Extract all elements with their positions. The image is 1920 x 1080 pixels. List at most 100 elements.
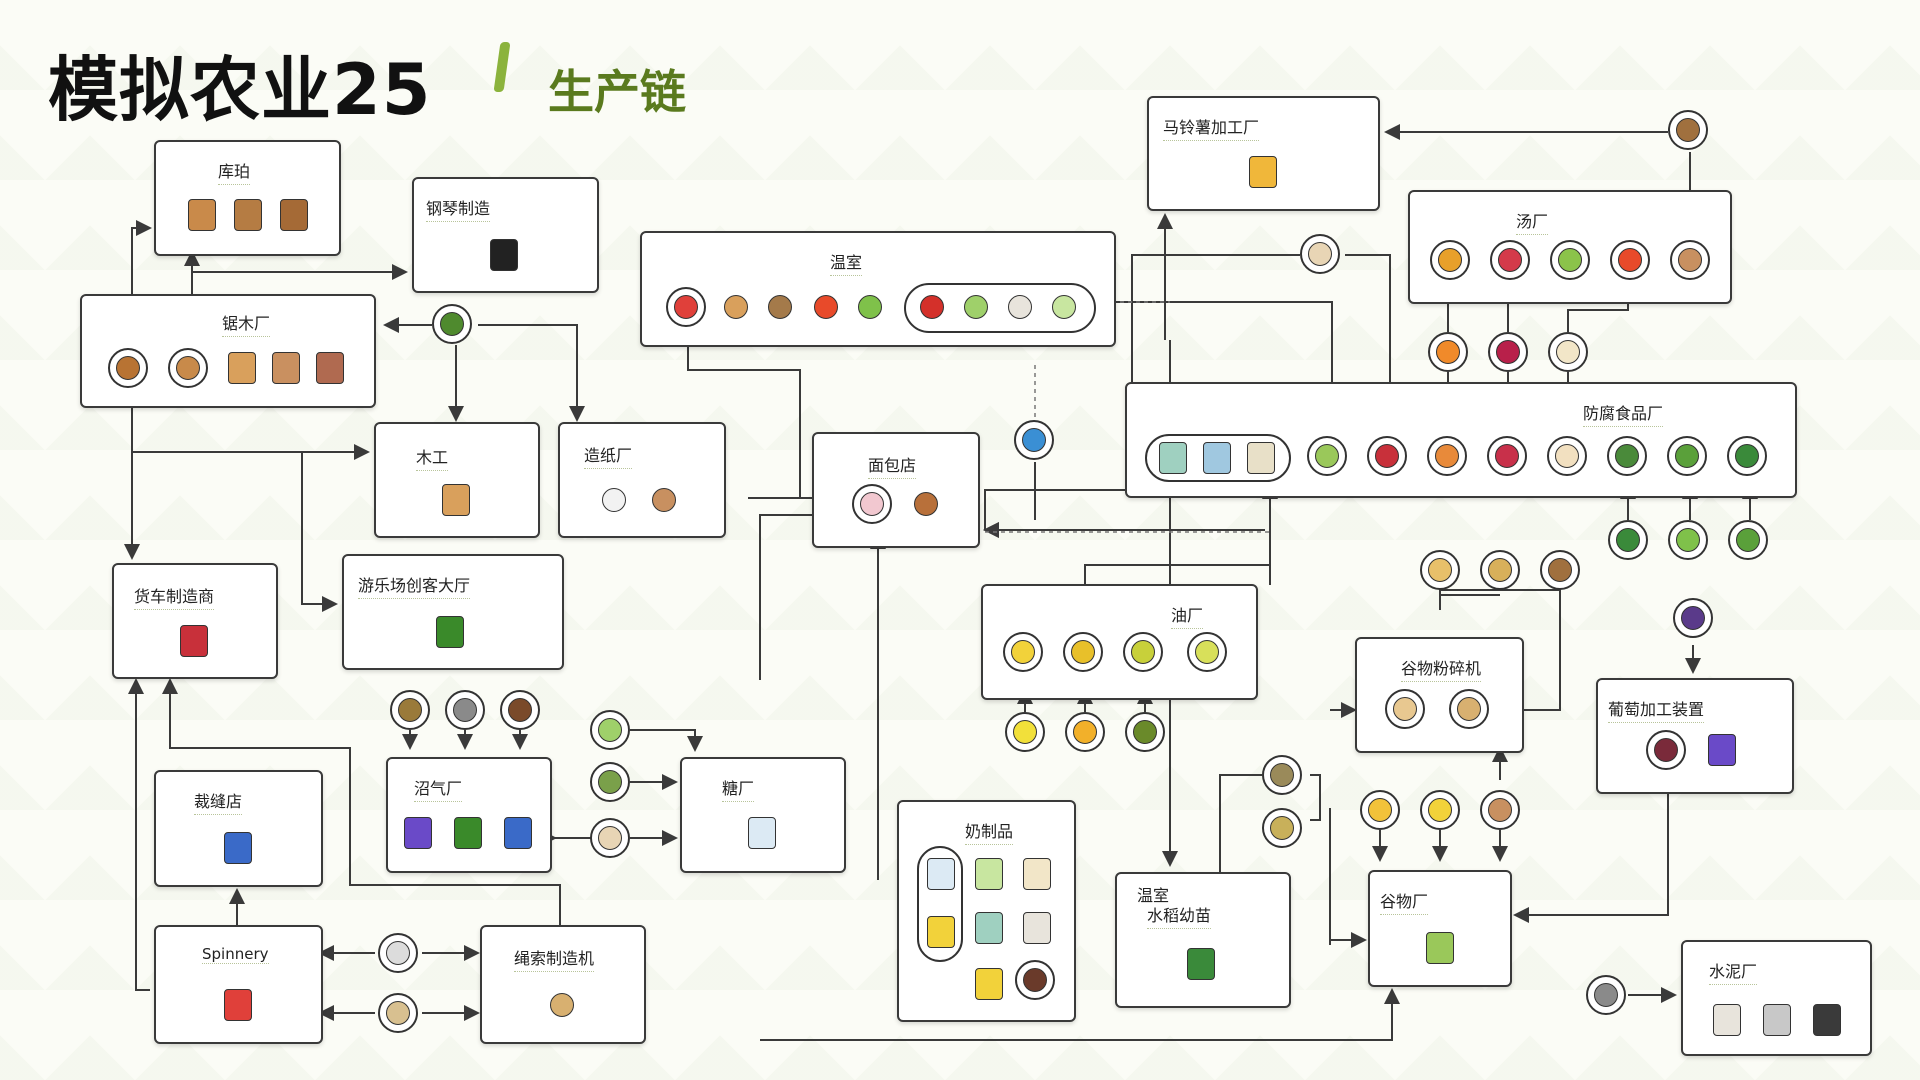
plank-icon xyxy=(268,350,304,386)
node-spinnery[interactable]: Spinnery xyxy=(154,925,323,1044)
oil-bottle-icon xyxy=(1063,632,1103,672)
node-rope[interactable]: 绳索制造机 xyxy=(480,925,646,1044)
napa-cabbage-icon xyxy=(1046,289,1082,325)
cheese-icon xyxy=(971,910,1007,946)
node-cement[interactable]: 水泥厂 xyxy=(1681,940,1872,1056)
bread-icon xyxy=(908,486,944,522)
jar-icon xyxy=(1367,436,1407,476)
chocolate-icon xyxy=(1015,960,1055,1000)
link-rice-grain xyxy=(1219,774,1262,872)
grape-icon xyxy=(1673,598,1713,638)
garlic-icon xyxy=(1002,289,1038,325)
oil-label: 油厂 xyxy=(1171,602,1204,629)
node-bakery[interactable]: 面包店 xyxy=(812,432,980,548)
lettuce-icon xyxy=(852,289,888,325)
flour-bag-icon xyxy=(1385,689,1425,729)
juice-icon xyxy=(1704,732,1740,768)
oat-icon xyxy=(1480,550,1520,590)
node-soup[interactable]: 汤厂 xyxy=(1408,190,1732,304)
cheese-icon xyxy=(971,966,1007,1002)
node-sugar[interactable]: 糖厂 xyxy=(680,757,846,873)
page-subtitle: 生产链 xyxy=(548,65,686,119)
node-sawmill[interactable]: 锯木厂 xyxy=(80,294,376,408)
potato-plant-label: 马铃薯加工厂 xyxy=(1163,114,1260,141)
link-grain-mill-in xyxy=(1439,589,1561,718)
jar-icon xyxy=(1607,436,1647,476)
node-cooperage[interactable]: 库珀 xyxy=(154,140,341,256)
link-rice-plant xyxy=(1310,774,1321,821)
soup-can-icon xyxy=(1490,240,1530,280)
link-grape-out xyxy=(1513,790,1669,923)
paper-label: 造纸厂 xyxy=(584,442,633,469)
milk-icon xyxy=(971,856,1007,892)
node-potato-plant[interactable]: 马铃薯加工厂 xyxy=(1147,96,1380,211)
egg-icon xyxy=(1300,234,1340,274)
paper-roll-icon xyxy=(596,482,632,518)
sawmill-label: 锯木厂 xyxy=(222,310,271,337)
rope-label: 绳索制造机 xyxy=(514,945,595,972)
node-rice-greenhouse[interactable]: 温室 水稻幼苗 xyxy=(1115,872,1291,1008)
cereal-box-icon xyxy=(1360,790,1400,830)
jar-icon xyxy=(1667,436,1707,476)
tailor-label: 裁缝店 xyxy=(194,788,243,815)
jar-icon xyxy=(1155,440,1191,476)
cement-bag-icon xyxy=(1809,1002,1845,1038)
node-wagon[interactable]: 货车制造商 xyxy=(112,563,278,679)
plank-icon xyxy=(312,350,348,386)
node-grape[interactable]: 葡萄加工装置 xyxy=(1596,678,1794,794)
node-carpentry[interactable]: 木工 xyxy=(374,422,540,538)
carpentry-label: 木工 xyxy=(416,444,449,471)
strawberry-icon xyxy=(666,287,706,327)
node-grain-mill[interactable]: 谷物粉碎机 xyxy=(1355,637,1524,753)
node-biogas[interactable]: 沼气厂 xyxy=(386,757,552,873)
sunflower-icon xyxy=(1065,712,1105,752)
mushroom-icon xyxy=(718,289,754,325)
link-rope-wagon xyxy=(162,678,561,925)
flour-bag-icon xyxy=(1449,689,1489,729)
jar-icon xyxy=(1487,436,1527,476)
beet-icon xyxy=(590,762,630,802)
carrot-icon xyxy=(1428,332,1468,372)
wheat-icon xyxy=(1420,550,1460,590)
node-paper[interactable]: 造纸厂 xyxy=(558,422,726,538)
manure-icon xyxy=(390,690,430,730)
jar-icon xyxy=(1547,436,1587,476)
wagon-icon xyxy=(176,623,212,659)
parsnip-icon xyxy=(1548,332,1588,372)
canola-icon xyxy=(1005,712,1045,752)
link-sawmill-playground xyxy=(301,452,338,612)
grape-label: 葡萄加工装置 xyxy=(1608,696,1705,723)
node-piano[interactable]: 钢琴制造 xyxy=(412,177,599,293)
oil-bottle-icon xyxy=(1187,632,1227,672)
link-sugar-in-1 xyxy=(630,729,703,752)
node-oil[interactable]: 油厂 xyxy=(981,584,1258,700)
wine-icon xyxy=(1646,730,1686,770)
soup-can-icon xyxy=(1610,240,1650,280)
potato-icon xyxy=(590,818,630,858)
node-dairy[interactable]: 奶制品 xyxy=(897,800,1076,1022)
beet-icon xyxy=(1488,332,1528,372)
node-preserved[interactable]: 防腐食品厂 xyxy=(1125,382,1797,498)
preserved-label: 防腐食品厂 xyxy=(1583,400,1664,427)
dairy-label: 奶制品 xyxy=(965,818,1014,845)
bakery-label: 面包店 xyxy=(868,452,917,479)
cheese-icon xyxy=(1019,910,1055,946)
rice-seedling-icon xyxy=(1183,946,1219,982)
oil-bottle-icon xyxy=(1003,632,1043,672)
node-tailor[interactable]: 裁缝店 xyxy=(154,770,323,887)
olive-icon xyxy=(1125,712,1165,752)
potato-icon xyxy=(1668,110,1708,150)
cotton-icon xyxy=(378,933,418,973)
page-title: 模拟农业25 xyxy=(48,49,432,131)
tractor-icon xyxy=(432,614,468,650)
grain-mill-label: 谷物粉碎机 xyxy=(1401,655,1482,682)
wool-icon xyxy=(378,993,418,1033)
node-playground[interactable]: 游乐场创客大厅 xyxy=(342,554,564,670)
rice-seedling-icon xyxy=(1262,755,1302,795)
node-grain-plant[interactable]: 谷物厂 xyxy=(1368,870,1512,987)
jar-icon xyxy=(1427,436,1467,476)
biogas-label: 沼气厂 xyxy=(414,775,463,802)
sugar-cube-icon xyxy=(744,815,780,851)
soup-can-icon xyxy=(1430,240,1470,280)
node-greenhouse[interactable]: 温室 xyxy=(640,231,1116,347)
